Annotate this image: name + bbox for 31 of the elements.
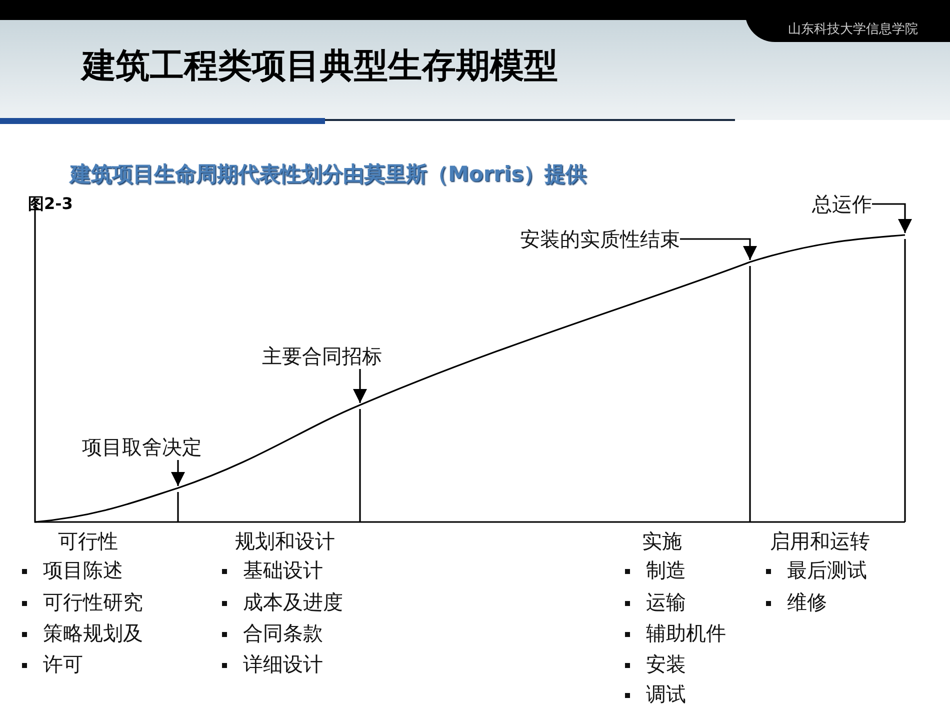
list-item: 维修 xyxy=(766,589,827,615)
phase-heading: 可行性 xyxy=(58,528,118,554)
chart-subtitle: 建筑项目生命周期代表性划分由莫里斯（Morris）提供 xyxy=(70,161,587,188)
figure-number: 图2-3 xyxy=(28,194,73,215)
list-item: 最后测试 xyxy=(766,557,867,583)
leader-arrow xyxy=(171,460,185,486)
milestone-label: 安装的实质性结束 xyxy=(520,226,680,252)
phase-heading: 规划和设计 xyxy=(235,528,335,554)
list-item: 安装 xyxy=(625,651,686,677)
list-item: 许可 xyxy=(22,651,83,677)
phase-heading: 启用和运转 xyxy=(770,528,870,554)
leader-arrow xyxy=(353,369,367,403)
list-item: 成本及进度 xyxy=(222,589,343,615)
list-item: 合同条款 xyxy=(222,620,323,646)
milestone-label: 总运作 xyxy=(812,191,872,217)
leader-arrow xyxy=(680,238,757,260)
leader-arrow xyxy=(872,203,912,233)
list-item: 策略规划及 xyxy=(22,620,143,646)
list-item: 详细设计 xyxy=(222,651,323,677)
list-item: 项目陈述 xyxy=(22,557,123,583)
slide-title: 建筑工程类项目典型生存期模型 xyxy=(82,45,558,88)
list-item: 可行性研究 xyxy=(22,589,143,615)
milestone-label: 项目取舍决定 xyxy=(82,434,202,460)
list-item: 制造 xyxy=(625,557,686,583)
list-item: 调试 xyxy=(625,681,686,707)
list-item: 辅助机件 xyxy=(625,620,726,646)
phase-heading: 实施 xyxy=(642,528,682,554)
header-text: 山东科技大学信息学院 xyxy=(788,21,918,38)
milestone-label: 主要合同招标 xyxy=(262,343,382,369)
list-item: 运输 xyxy=(625,589,686,615)
list-item: 基础设计 xyxy=(222,557,323,583)
